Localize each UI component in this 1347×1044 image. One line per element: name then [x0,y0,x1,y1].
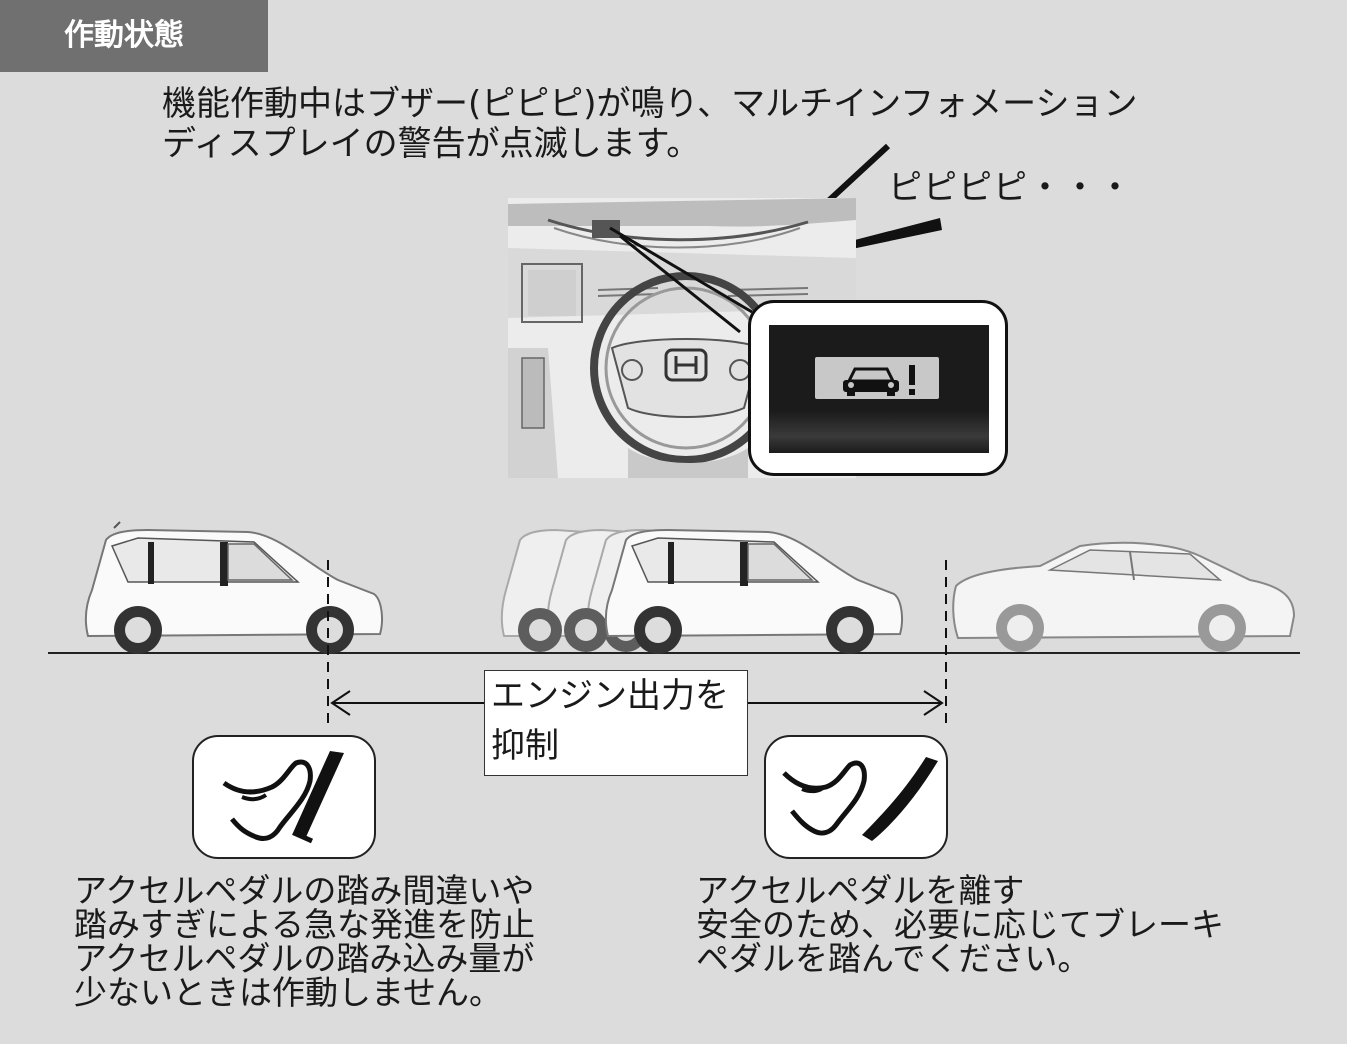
left-caption-line: アクセルペダルの踏み込み量が [74,939,535,978]
minivan-icon [604,528,903,654]
left-caption-line: 踏みすぎによる急な発進を防止 [74,905,536,944]
ground-line [48,652,1300,654]
left-caption-line: アクセルペダルの踏み間違いや [74,871,535,910]
sedan-icon [952,541,1296,652]
section-title: 作動状態 [0,0,268,72]
beep-text: ピピピピ・・・ [888,168,1133,208]
intro-line-2: ディスプレイの警告が点滅します。 [162,124,701,164]
minivan-icon [84,521,383,654]
callout-pointer [609,226,753,334]
multi-information-display [769,325,989,453]
display-callout [748,300,1008,476]
right-caption-line: ペダルを踏んでください。 [696,939,1091,978]
engine-output-label: エンジン出力を 抑制 [484,670,748,776]
dashboard-illustration [508,198,856,478]
left-caption: アクセルペダルの踏み間違いや 踏みすぎによる急な発進を防止 アクセルペダルの踏み… [74,874,535,1010]
foot-press-pedal-icon [192,735,376,859]
intro-text: 機能作動中はブザー(ピピピ)が鳴り、マルチインフォメーション ディスプレイの警告… [162,84,1137,164]
meter-display [592,220,620,238]
right-caption-line: 安全のため、必要に応じてブレーキ [696,905,1224,944]
foot-release-pedal-icon [764,735,948,859]
right-caption: アクセルペダルを離す 安全のため、必要に応じてブレーキ ペダルを踏んでください。 [696,874,1224,976]
left-caption-line: 少ないときは作動しません。 [74,973,503,1012]
engine-output-label-line-1: エンジン出力を [491,676,729,716]
intro-line-1: 機能作動中はブザー(ピピピ)が鳴り、マルチインフォメーション [162,84,1138,124]
engine-output-label-line-2: 抑制 [491,726,559,766]
right-caption-line: アクセルペダルを離す [696,871,1025,910]
car-warning-icon [815,357,939,399]
